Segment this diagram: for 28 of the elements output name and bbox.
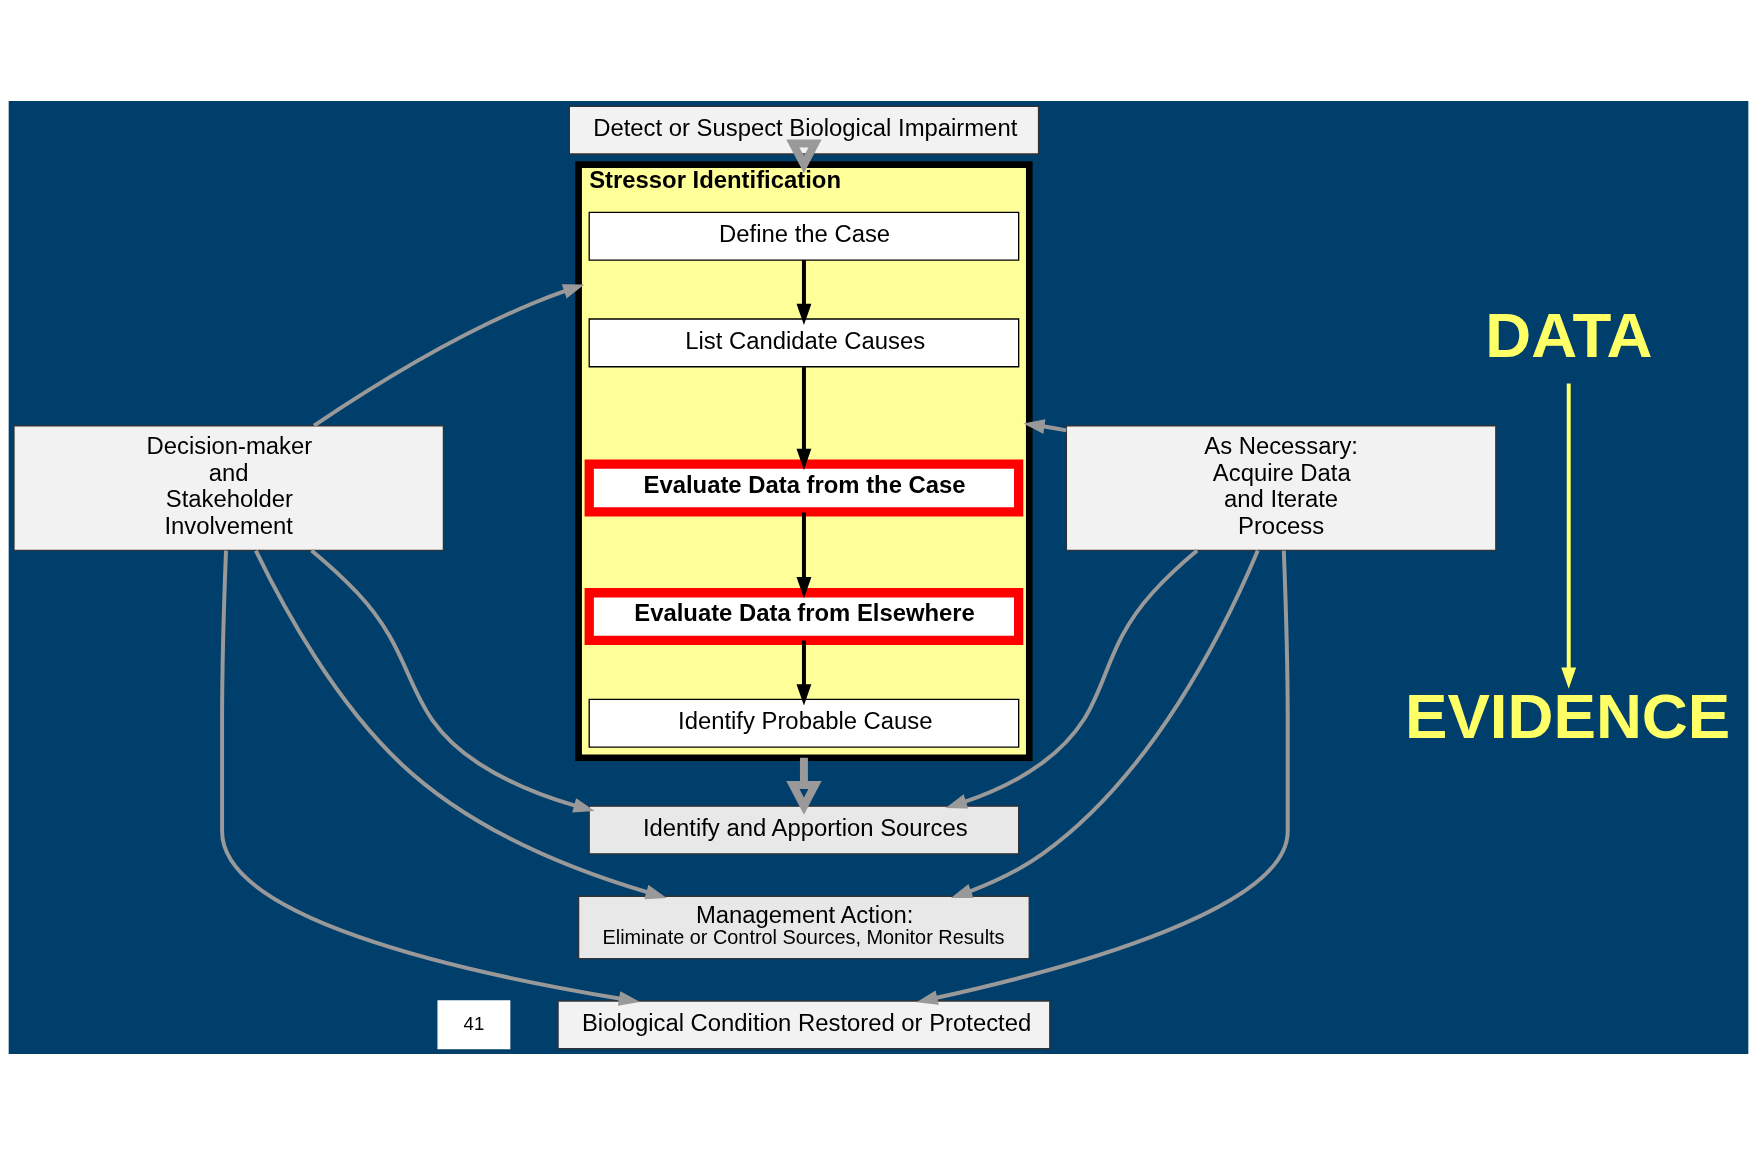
node-box: As Necessary: Acquire Data and Iterate Process: [1065, 425, 1497, 551]
arrow: [796, 260, 812, 326]
node-box: Management Action: Eliminate or Control Sources, Monitor Results: [577, 895, 1030, 960]
arrow: [796, 512, 812, 599]
arrow: [796, 367, 812, 470]
node-box: Define the Case: [588, 211, 1020, 261]
arrow: [1023, 419, 1067, 434]
arrow: [312, 284, 585, 428]
arrow: [945, 549, 1199, 809]
node-box: Decision-maker and Stakeholder Involvement: [13, 425, 445, 551]
arrow: [254, 549, 667, 900]
node-box: Identify and Apportion Sources: [588, 805, 1020, 855]
arrow: [916, 550, 1290, 1005]
arrow: [796, 640, 812, 706]
arrow: [310, 548, 595, 813]
arrow: [220, 550, 640, 1006]
node-box: List Candidate Causes: [588, 318, 1020, 368]
node-box: Evaluate Data from the Case: [584, 459, 1024, 517]
node-text: DATA: [1485, 299, 1653, 371]
node-box: Identify Probable Cause: [588, 698, 1020, 748]
arrow: [1561, 383, 1577, 689]
node-text: EVIDENCE: [1405, 679, 1731, 751]
node-box: Evaluate Data from Elsewhere: [584, 588, 1024, 646]
arrow: [786, 139, 822, 174]
arrow: [950, 549, 1260, 899]
arrow: [786, 757, 822, 815]
label: 41: [463, 1012, 485, 1034]
node-box: Biological Condition Restored or Protected: [557, 1000, 1051, 1050]
